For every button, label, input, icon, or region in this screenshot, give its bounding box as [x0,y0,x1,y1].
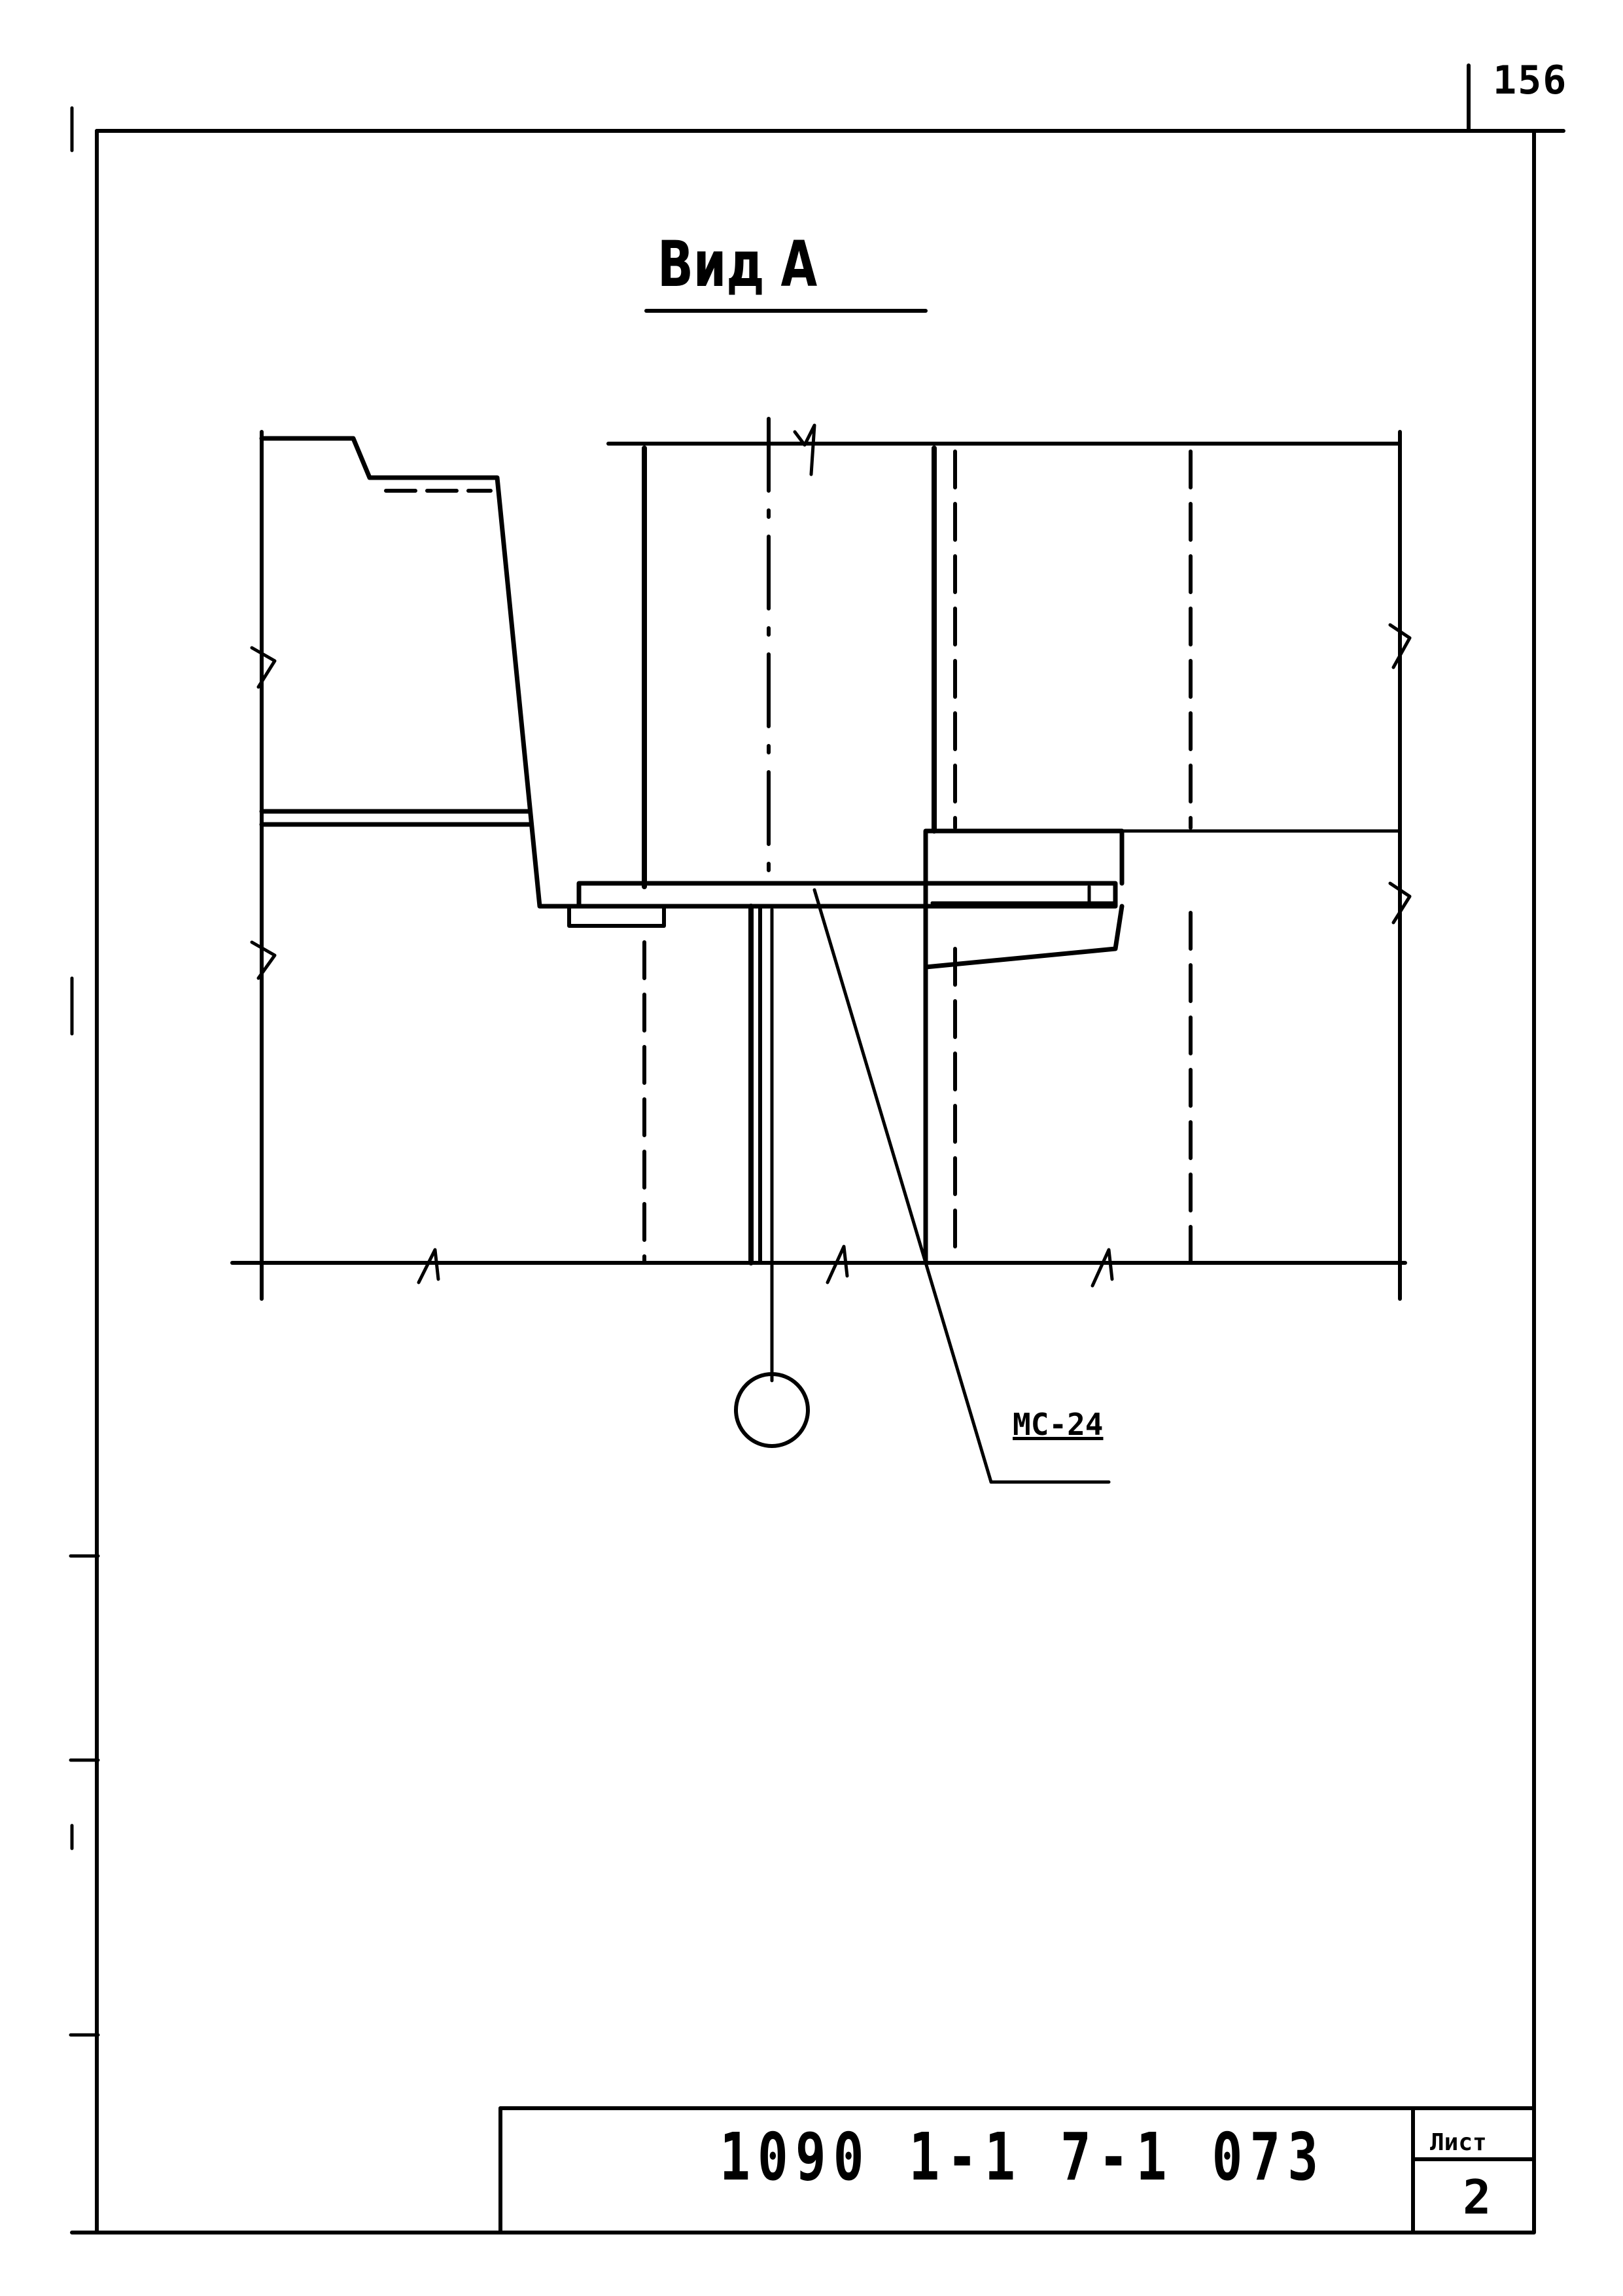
document-code: 1090 1-1 7-1 073 [720,2119,1326,2195]
break-mark [793,423,816,476]
sheet-label: Лист [1430,2129,1487,2156]
callout-leader [812,888,993,1484]
break-mark [250,940,277,980]
break-mark [1091,1248,1114,1288]
break-mark [1388,623,1412,669]
sheet-frame [69,106,1536,2234]
bracket [923,904,1125,970]
break-mark [1388,881,1412,925]
right-block [923,828,1125,1265]
sheet-number: 2 [1463,2170,1492,2225]
plate-pad [567,904,666,928]
left-column-profile [259,436,719,909]
mc24-plate [576,881,1118,909]
view-a-drawing [230,417,1412,1484]
title-block [498,2106,1536,2234]
break-mark [250,646,277,689]
callout-mark-label: МС-24 [1013,1407,1104,1442]
break-mark [417,1248,440,1284]
page-number: 156 [1493,58,1568,103]
break-mark [826,1245,849,1284]
axis-marker-circle [734,1372,810,1448]
page-number-box [1467,63,1565,133]
view-title: Вид А [657,228,818,301]
